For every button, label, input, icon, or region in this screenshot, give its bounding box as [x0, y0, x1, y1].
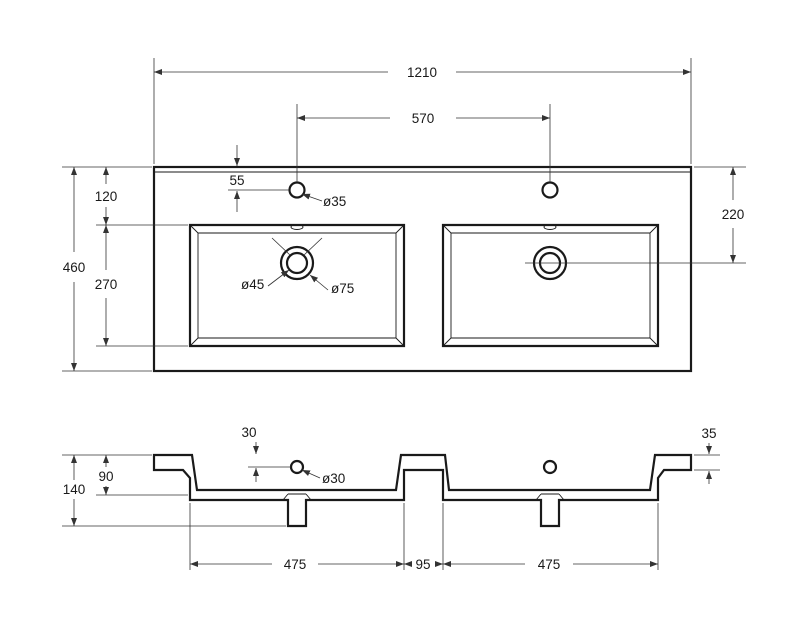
basin-outline-side: [152, 453, 693, 528]
dim-bowl-width-left: 475: [284, 557, 307, 572]
dim-drain-diameter: ø45: [241, 277, 264, 292]
overflow-hole-right: [542, 459, 558, 475]
drain-left: [279, 245, 315, 281]
dim-overall-width: 1210: [407, 65, 437, 80]
dim-tap-hole-offset: 120: [95, 189, 118, 204]
dim-tap-hole-diameter: ø35: [323, 194, 346, 209]
dim-drain-outer-diameter: ø75: [331, 281, 354, 296]
side-view: 30 ø30 35 140 90 475 95 475: [62, 425, 720, 572]
dim-overall-height: 140: [63, 482, 86, 497]
dim-overflow-diameter: ø30: [322, 471, 345, 486]
dim-overall-depth: 460: [63, 260, 86, 275]
basin-outline-top: [152, 165, 693, 373]
dim-drain-offset: 220: [722, 207, 745, 222]
dim-rim-height-right: 35: [701, 426, 716, 441]
tap-hole-left: [288, 181, 306, 199]
dim-rim-thickness: 30: [241, 425, 256, 440]
dim-bowl-width-right: 475: [538, 557, 561, 572]
right-bowl-top: [441, 223, 660, 348]
dim-bowl-gap: 95: [415, 557, 430, 572]
tap-hole-right: [541, 181, 559, 199]
dim-overflow-offset: 55: [229, 173, 244, 188]
dim-tap-spacing: 570: [412, 111, 435, 126]
dim-bowl-depth: 270: [95, 277, 118, 292]
overflow-hole-left: [289, 459, 305, 475]
left-bowl-top: [188, 223, 406, 348]
top-view: 1210 570 55 ø35 460 120 270: [62, 58, 746, 373]
dim-overflow-height: 90: [98, 469, 113, 484]
